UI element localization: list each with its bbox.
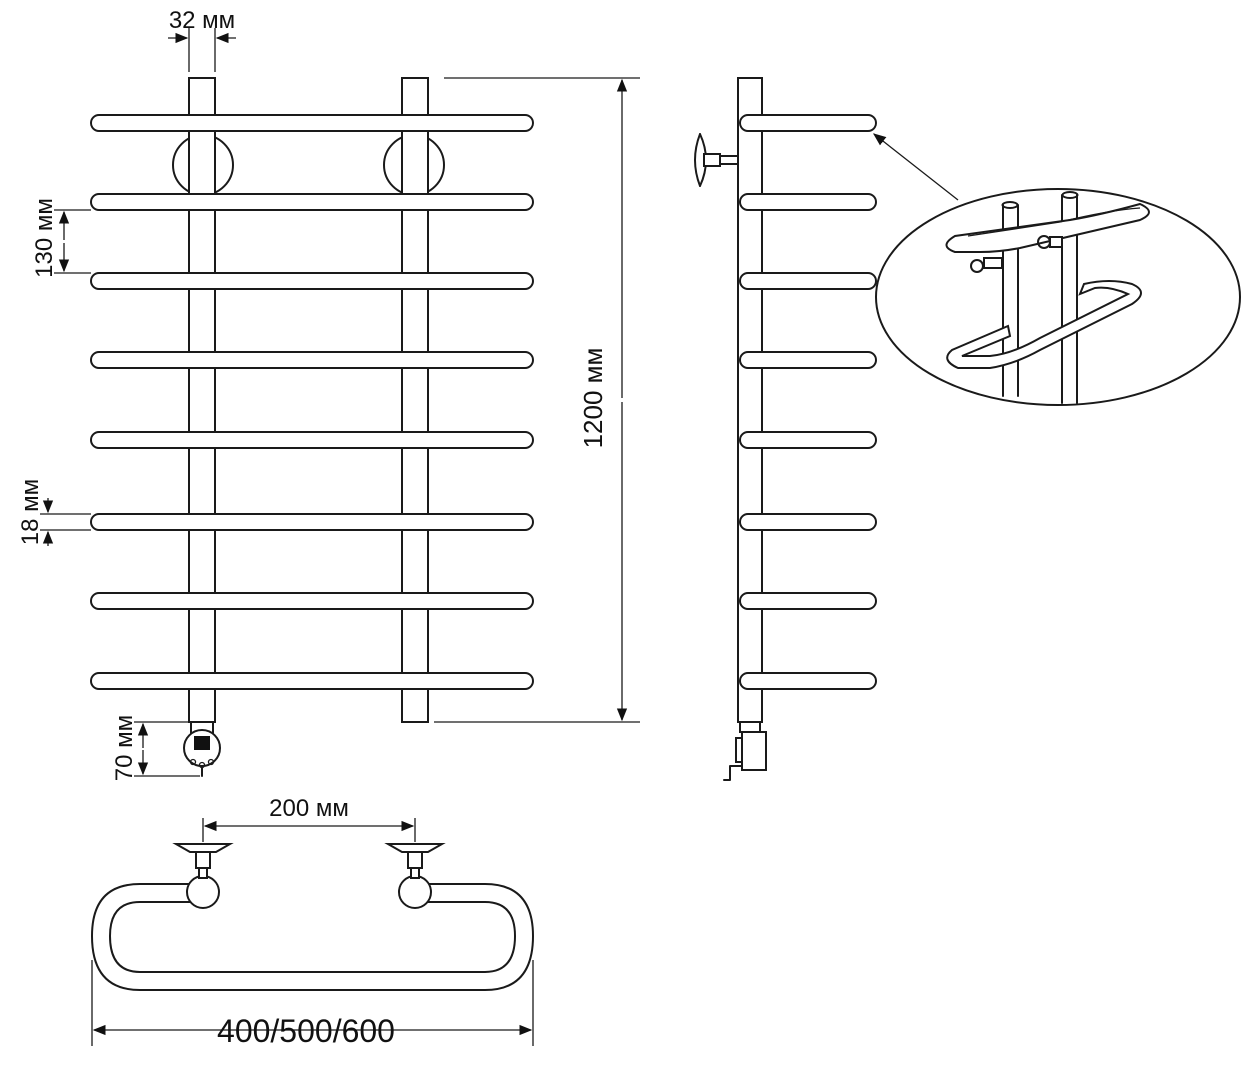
bar-4 (90, 351, 534, 369)
bar-spacing-label: 130 мм (31, 198, 58, 278)
horizontal-bars (90, 114, 534, 690)
bar-7 (90, 592, 534, 610)
height-label: 1200 мм (578, 348, 608, 449)
bar-6 (90, 513, 534, 531)
bar-8 (90, 672, 534, 690)
bar-5 (90, 431, 534, 449)
bar-1 (90, 114, 534, 132)
dim-mount-spacing: 200 мм (202, 795, 416, 842)
side-view (694, 77, 877, 781)
bar-diameter-label: 18 мм (17, 479, 44, 545)
dim-height: 1200 мм (434, 77, 640, 723)
vertical-pipe-right (401, 77, 429, 723)
side-wall-bracket (694, 133, 739, 187)
detail-ellipse (875, 188, 1241, 406)
mount-spacing-label: 200 мм (269, 795, 349, 822)
detail-leader (872, 133, 959, 201)
side-pipe (737, 77, 763, 723)
top-mount-right (384, 843, 446, 909)
vertical-pipe-left (188, 77, 216, 723)
side-bars (739, 114, 877, 690)
bar-2 (90, 193, 534, 211)
dim-bar-spacing: 130 мм (31, 198, 91, 278)
dim-width: 400/500/600 (91, 960, 534, 1049)
heater-element (183, 721, 221, 777)
heater-offset-label: 70 мм (111, 715, 138, 781)
dim-heater-offset: 70 мм (111, 715, 200, 781)
front-view: 32 мм 130 мм 18 мм 70 мм (17, 7, 640, 781)
width-label: 400/500/600 (217, 1013, 395, 1049)
dim-pipe-diameter: 32 мм (168, 7, 236, 72)
side-heater (723, 721, 767, 781)
top-view: 200 мм 400/500/600 (91, 795, 534, 1049)
pipe-diameter-label: 32 мм (169, 7, 235, 34)
dim-bar-diameter: 18 мм (17, 479, 91, 546)
detail-view (872, 133, 1241, 406)
top-loop-inner (109, 901, 516, 973)
top-mount-left (172, 843, 234, 909)
bar-3 (90, 272, 534, 290)
top-loop-outer (91, 883, 534, 991)
